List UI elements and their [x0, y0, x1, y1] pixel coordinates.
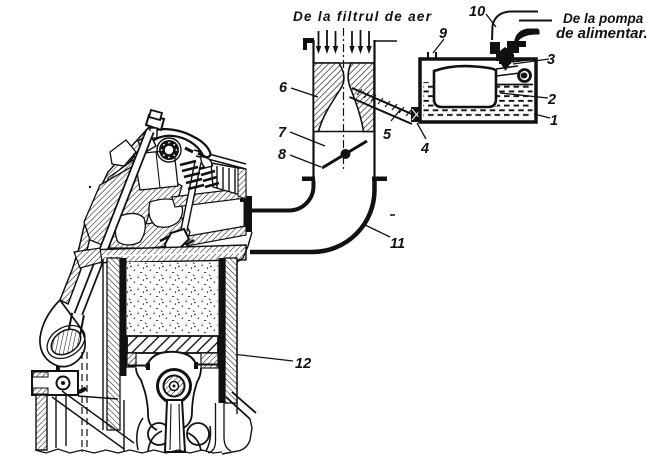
svg-text:10: 10: [469, 4, 485, 20]
svg-text:De la filtrul de aer: De la filtrul de aer: [293, 9, 432, 24]
svg-text:7: 7: [278, 125, 287, 141]
svg-text:3: 3: [547, 52, 555, 68]
svg-text:2: 2: [547, 92, 556, 108]
svg-text:8: 8: [278, 147, 287, 163]
svg-text:de alimentar.: de alimentar.: [556, 25, 647, 42]
svg-text:12: 12: [295, 356, 311, 372]
svg-text:De la pompa: De la pompa: [563, 11, 644, 26]
svg-text:4: 4: [420, 141, 429, 157]
svg-text:11: 11: [390, 236, 405, 252]
svg-text:9: 9: [439, 26, 447, 42]
svg-text:6: 6: [279, 80, 288, 96]
svg-text:1: 1: [550, 113, 558, 129]
svg-text:5: 5: [383, 127, 392, 143]
